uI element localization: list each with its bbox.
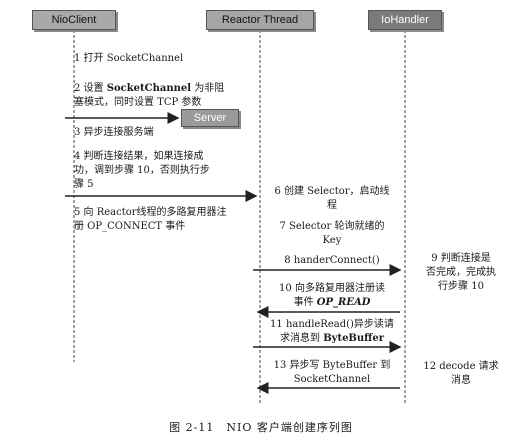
step-12-line1: 12 decode 请求 — [423, 361, 499, 372]
step-2-line1: 2 设置 SocketChannel 为非阻 — [74, 82, 224, 95]
step-10-prefix: 事件 — [293, 297, 317, 308]
step-6-line2: 程 — [327, 200, 337, 211]
step-9-line1: 9 判断连接是 — [431, 253, 491, 264]
step-10-line1: 10 向多路复用器注册读 — [279, 283, 385, 294]
step-10-op-read: OP_READ — [316, 297, 371, 308]
step-5-line1: 5 向 Reactor线程的多路复用器注 — [74, 207, 227, 218]
step-4-line2: 功，调到步骤 10，否则执行步 — [74, 165, 210, 176]
step-2-suffix: 为非阻 — [191, 83, 225, 94]
step-7-line2: Key — [322, 235, 342, 246]
step-7-line1: 7 Selector 轮询就绪的 — [279, 221, 385, 232]
step-5-line2: 册 OP_CONNECT 事件 — [74, 221, 186, 232]
step-4-line1: 4 判断连接结果，如果连接成 — [74, 151, 204, 162]
iohandler-header: IoHandler — [368, 10, 442, 30]
nioclient-header: NioClient — [32, 10, 116, 30]
step-1: 1 打开 SocketChannel — [74, 53, 184, 64]
step-3: 3 异步连接服务端 — [74, 127, 154, 138]
step-9-line2: 否完成，完成执 — [426, 267, 496, 278]
server-box: Server — [181, 109, 239, 127]
step-10-line2: 事件 OP_READ — [262, 296, 402, 309]
figure-caption: 图 2-11 NIO 客户端创建序列图 — [169, 421, 353, 434]
step-11-bytebuffer: ByteBuffer — [323, 333, 384, 344]
step-11-prefix: 求消息到 — [280, 333, 324, 344]
step-12-line2: 消息 — [451, 375, 471, 386]
step-8: 8 handerConnect() — [284, 255, 380, 266]
step-6-line1: 6 创建 Selector，启动线 — [274, 186, 390, 197]
step-2-line2: 塞模式，同时设置 TCP 参数 — [74, 97, 202, 108]
step-13-line1: 13 异步写 ByteBuffer 到 — [273, 360, 391, 371]
step-4-line3: 骤 5 — [74, 179, 94, 190]
reactor-thread-header: Reactor Thread — [206, 10, 314, 30]
step-9-line3: 行步骤 10 — [438, 281, 484, 292]
step-11-line1: 11 handleRead()异步读请 — [270, 319, 394, 330]
step-13-line2: SocketChannel — [293, 374, 371, 385]
step-2-prefix: 2 设置 — [74, 83, 107, 94]
step-2-socketchannel: SocketChannel — [106, 83, 192, 94]
step-11-line2: 求消息到 ByteBuffer — [262, 332, 402, 345]
